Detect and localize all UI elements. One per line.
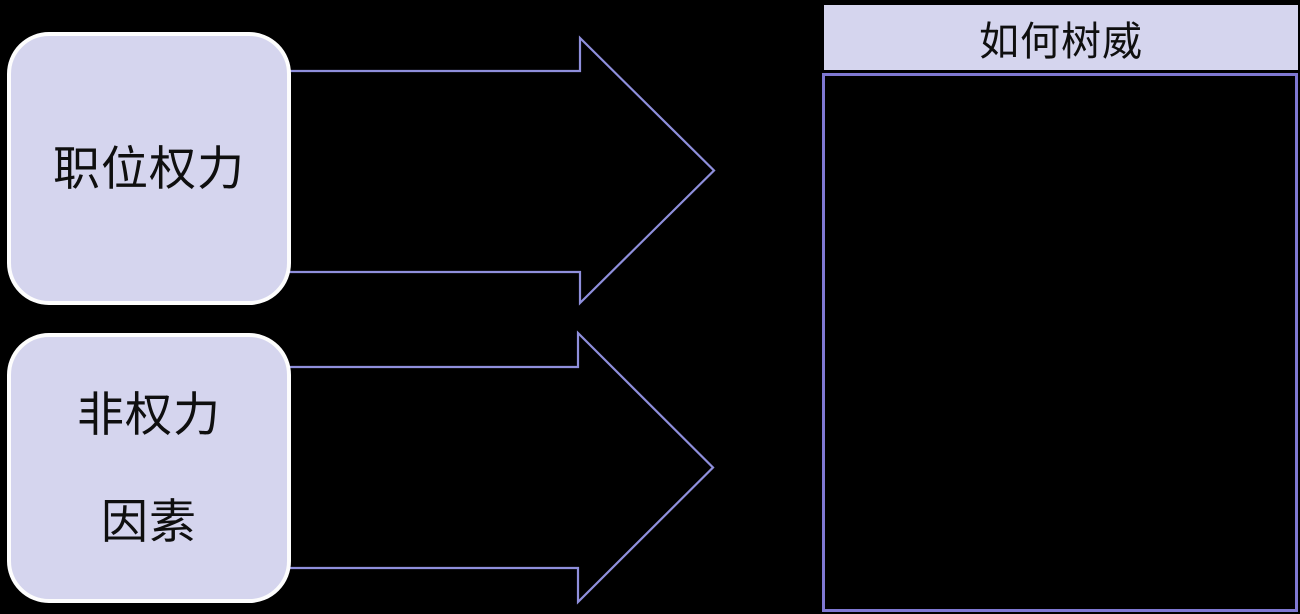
target-panel-body <box>822 73 1298 612</box>
source-box-label-line-2: 因素 <box>101 494 197 548</box>
target-panel-title: 如何树威 <box>979 19 1143 64</box>
right-arrow-icon <box>287 330 715 605</box>
source-box-label-line-1: 非权力 <box>77 387 221 441</box>
source-box-label: 职位权力 <box>53 141 245 195</box>
source-box-non-power-factors: 非权力 因素 <box>7 333 291 603</box>
target-panel-header: 如何树威 <box>824 5 1298 70</box>
right-arrow-icon <box>287 35 716 306</box>
source-box-position-power: 职位权力 <box>7 32 291 305</box>
